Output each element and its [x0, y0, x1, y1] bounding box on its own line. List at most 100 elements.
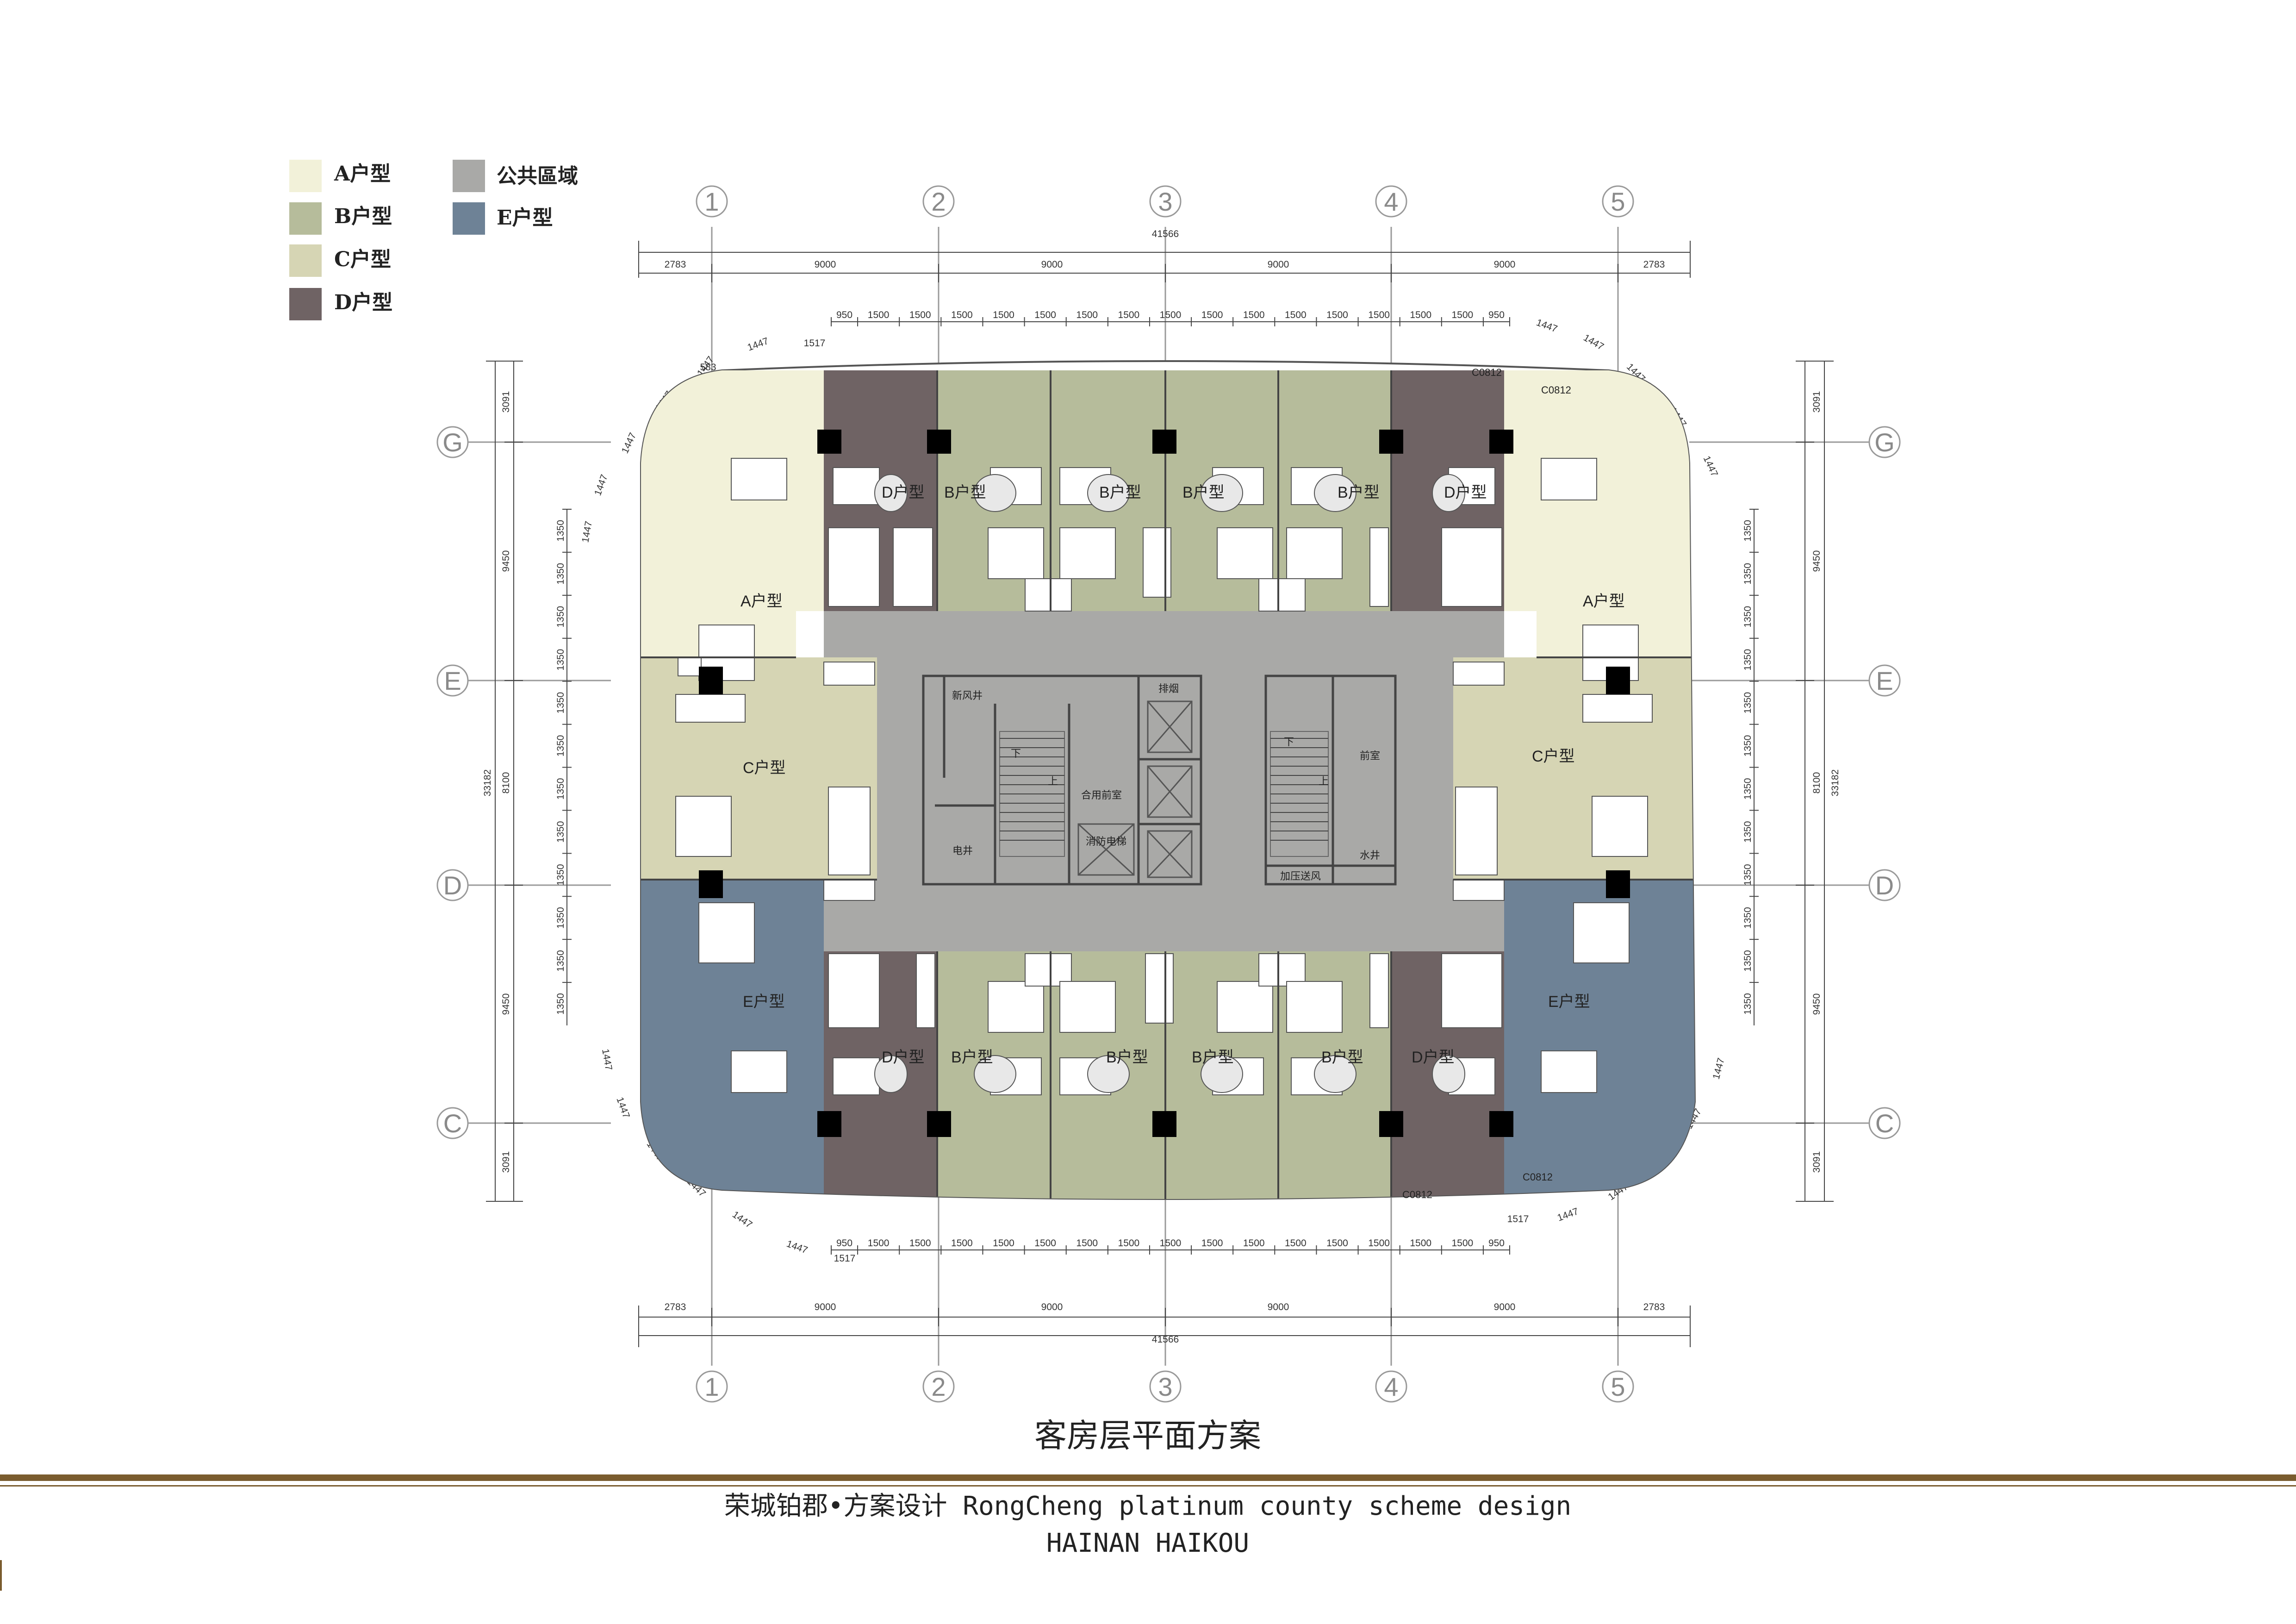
- module-dim-left: 1350: [555, 649, 566, 671]
- legend-item-c: C户型: [289, 244, 391, 277]
- dim-bay-6-top: 2783: [1643, 259, 1665, 270]
- dim-side-1-left: 3091: [501, 391, 511, 413]
- diag-dim: 1447: [592, 473, 610, 497]
- module-dim-bottom: 1500: [1285, 1238, 1307, 1249]
- module-dim-right: 1350: [1742, 864, 1753, 886]
- unit-label-d-bottom-right: D户型: [1412, 1049, 1455, 1066]
- module-dim-bottom: 1500: [1368, 1238, 1390, 1249]
- unit-label-c-right: C户型: [1532, 748, 1575, 765]
- legend: A户型 B户型 C户型 D户型 公共區域 E户型: [289, 160, 578, 320]
- legend-label-a: A户型: [334, 162, 391, 186]
- module-dim-bottom: 1500: [1243, 1238, 1265, 1249]
- dim-bay-5-bottom: 9000: [1494, 1302, 1516, 1312]
- module-dim-left: 1350: [555, 520, 566, 542]
- module-dim-bottom: 1500: [1160, 1238, 1182, 1249]
- grid-bubbles: [436, 185, 1901, 1403]
- axis-label-col-4-top: 4: [1384, 187, 1398, 216]
- unit-a-right: [1504, 370, 1695, 657]
- legend-swatch-e: [453, 202, 485, 235]
- module-dim-bottom: 1500: [1201, 1238, 1223, 1249]
- module-dim-left: 1350: [555, 778, 566, 800]
- unit-label-b-top-2: B户型: [1099, 484, 1141, 501]
- dim-side-1-right: 3091: [1811, 391, 1822, 413]
- diag-dim: 1447: [1581, 332, 1605, 352]
- module-dim-top: 1500: [868, 310, 890, 320]
- module-dim-bottom: 1500: [993, 1238, 1014, 1249]
- footer-edge-mark: [0, 1560, 2, 1591]
- axis-label-col-3-bottom: 3: [1158, 1372, 1172, 1401]
- dim-side-2-left: 9450: [501, 550, 511, 572]
- dim-side-5-right: 3091: [1811, 1151, 1822, 1173]
- unit-label-e-right: E户型: [1548, 993, 1590, 1011]
- legend-label-e: E户型: [497, 206, 553, 230]
- legend-label-public: 公共區域: [497, 164, 578, 188]
- dim-side-2-right: 9450: [1811, 550, 1822, 572]
- unit-label-c-left: C户型: [743, 759, 786, 777]
- unit-label-d-bottom-left: D户型: [882, 1049, 925, 1066]
- unit-e-left: [641, 880, 824, 1199]
- legend-label-b: B户型: [334, 205, 392, 228]
- dim-bay-6-bottom: 2783: [1643, 1302, 1665, 1312]
- footer-rule-thick: [0, 1474, 2296, 1481]
- module-dim-left: 1350: [555, 821, 566, 843]
- module-dim-top: 1500: [1326, 310, 1348, 320]
- round-tables: [874, 474, 1465, 1093]
- axis-label-col-3-top: 3: [1158, 187, 1172, 216]
- diag-dim: 1447: [746, 336, 770, 353]
- module-dim-bottom: 950: [1488, 1238, 1505, 1249]
- module-dim-top: 1500: [1410, 310, 1431, 320]
- module-dims-left: 1350135013501350135013501350135013501350…: [555, 509, 572, 1015]
- plan-title: 客房层平面方案: [1034, 1417, 1261, 1455]
- dim-side-overall-right: 33182: [1830, 769, 1841, 796]
- module-dim-left: 1350: [555, 907, 566, 929]
- legend-item-b: B户型: [289, 202, 392, 235]
- module-dim-top: 950: [1488, 310, 1505, 320]
- module-dim-top: 1500: [1201, 310, 1223, 320]
- room-combined-front: 合用前室: [1081, 789, 1122, 801]
- module-dim-top: 1500: [1118, 310, 1140, 320]
- window-tag-1: C0812: [1472, 367, 1502, 378]
- module-dim-top: 1500: [1285, 310, 1307, 320]
- legend-item-e: E户型: [453, 202, 553, 235]
- diag-dim: 1447: [1711, 1057, 1727, 1081]
- module-dim-bottom: 1500: [1118, 1238, 1140, 1249]
- unit-label-a-right: A户型: [1583, 593, 1625, 610]
- unit-a-left: [641, 370, 824, 657]
- module-dim-right: 1350: [1742, 649, 1753, 671]
- dim-overall-top: 41566: [1152, 229, 1179, 239]
- module-dim-bottom: 1500: [1452, 1238, 1474, 1249]
- module-dim-top: 1500: [993, 310, 1014, 320]
- legend-swatch-d: [289, 288, 322, 320]
- module-dims-right: 1350135013501350135013501350135013501350…: [1742, 509, 1759, 1015]
- grid-labels: 1 2 3 4 5 1 2 3 4 5 G E D C G E D C: [442, 187, 1895, 1401]
- module-dim-right: 1350: [1742, 606, 1753, 628]
- legend-item-d: D户型: [289, 288, 392, 320]
- core: [922, 675, 1397, 886]
- module-dim-left: 1350: [555, 606, 566, 628]
- dim-diag-a: 583: [700, 362, 716, 373]
- dim-overall-bottom: 41566: [1152, 1334, 1179, 1345]
- axis-label-col-4-bottom: 4: [1384, 1372, 1398, 1401]
- module-dim-left: 1350: [555, 864, 566, 886]
- diag-dim: 1447: [785, 1238, 809, 1256]
- unit-labels: D户型 B户型 B户型 B户型 B户型 D户型 A户型 A户型 C户型 C户型 …: [740, 484, 1625, 1066]
- module-dim-right: 1350: [1742, 821, 1753, 843]
- core-labels: 新风井 电井 合用前室 消防电梯 排烟 前室 水井 加压送风 下 上 下 上: [952, 683, 1380, 882]
- dim-side-3-left: 8100: [501, 772, 511, 794]
- module-dim-top: 1500: [1034, 310, 1056, 320]
- axis-label-row-g-left: G: [442, 428, 463, 457]
- public-area: [824, 611, 1504, 951]
- diag-dim: 1447: [580, 520, 594, 543]
- unit-label-b-top-3: B户型: [1182, 484, 1225, 501]
- room-fresh-air: 新风井: [952, 690, 983, 701]
- diag-dim: 1447: [730, 1209, 754, 1230]
- room-electric: 电井: [952, 845, 973, 856]
- dim-bay-2-top: 9000: [815, 259, 836, 270]
- footer-rule-thin: [0, 1485, 2296, 1487]
- module-dim-bottom: 1500: [868, 1238, 890, 1249]
- stair-down-left: 下: [1011, 748, 1021, 759]
- room-rooftop: 排烟: [1158, 683, 1179, 694]
- unit-label-d-top-left: D户型: [882, 484, 925, 501]
- module-dim-right: 1350: [1742, 692, 1753, 714]
